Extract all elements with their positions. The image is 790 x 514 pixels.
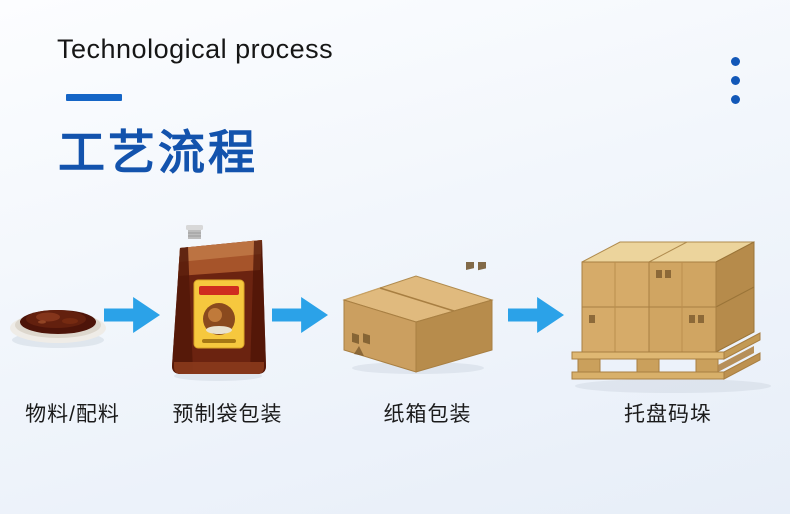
step-pallet-stacking xyxy=(568,226,786,396)
step-label-pallet: 托盘码垛 xyxy=(624,403,712,426)
dot-icon xyxy=(731,76,740,85)
page-title-chinese: 工艺流程 xyxy=(58,126,258,179)
page-title-english: Technological process xyxy=(57,34,334,64)
step-label-ingredients: 物料/配料 xyxy=(25,403,120,426)
flow-arrow-icon xyxy=(272,297,328,333)
step-ingredients xyxy=(6,278,110,352)
carton-box-icon xyxy=(342,262,494,374)
flow-arrow-icon xyxy=(104,297,160,333)
step-label-pouch: 预制袋包装 xyxy=(172,403,283,426)
pallet-stack-icon xyxy=(571,241,771,393)
decorative-dots xyxy=(731,57,740,104)
dot-icon xyxy=(731,95,740,104)
step-carton-packaging xyxy=(336,262,496,376)
flow-arrow-icon xyxy=(508,297,564,333)
accent-dash xyxy=(66,94,122,101)
ingredients-bowl-icon xyxy=(10,310,106,348)
spout-pouch-icon xyxy=(172,225,266,381)
step-pouch-packaging xyxy=(166,224,270,382)
dot-icon xyxy=(731,57,740,66)
step-label-carton: 纸箱包装 xyxy=(383,403,472,426)
